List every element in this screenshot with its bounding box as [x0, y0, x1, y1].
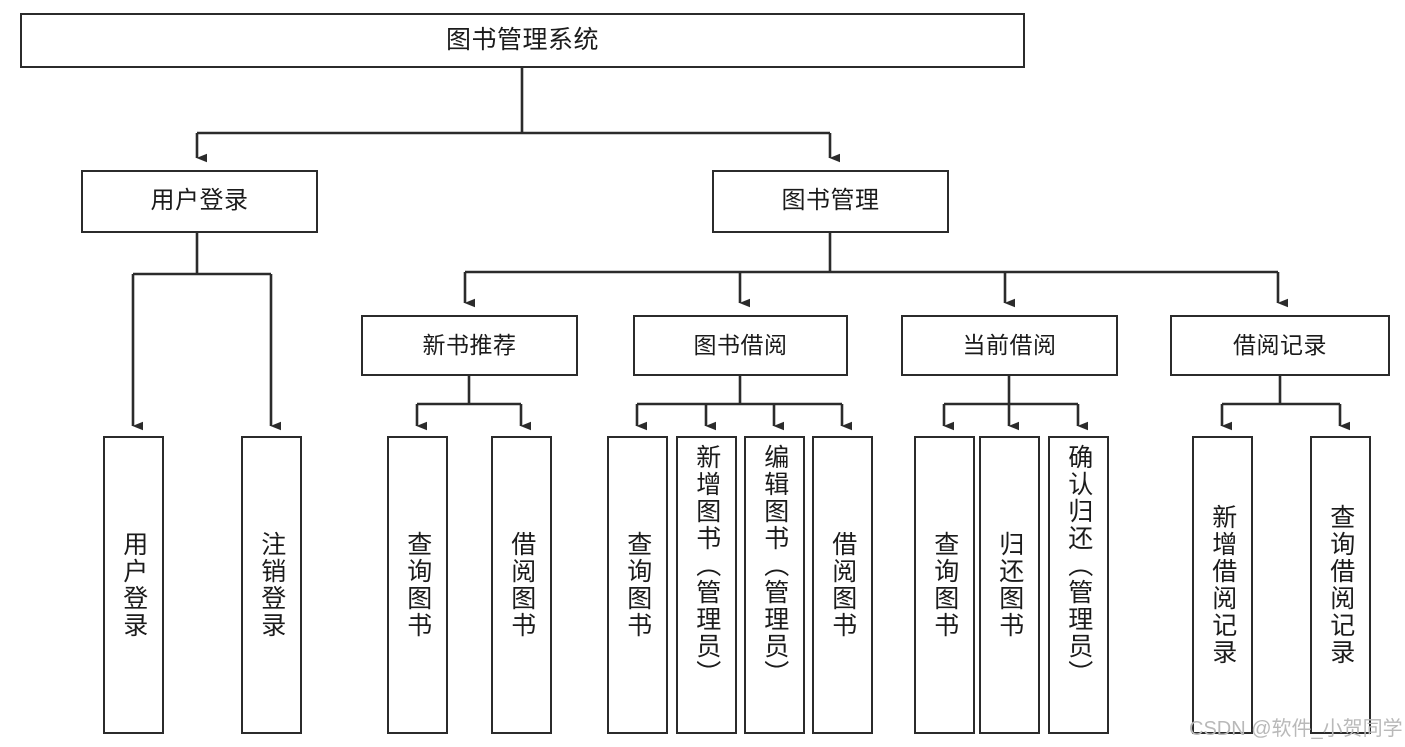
node-leaf-query-book-borrow-label: 查询图书 [623, 531, 652, 639]
node-root-book-management-system[interactable]: 图书管理系统 [20, 13, 1025, 68]
node-current-borrow-label: 当前借阅 [962, 331, 1057, 358]
node-leaf-query-book-current[interactable]: 查询图书 [914, 436, 975, 734]
node-leaf-borrow-book-recommend[interactable]: 借阅图书 [491, 436, 552, 734]
node-leaf-logout-login[interactable]: 注销登录 [241, 436, 302, 734]
node-leaf-add-borrow-record-label: 新增借阅记录 [1208, 504, 1237, 666]
node-leaf-edit-book-label: 编辑图书（管理员） [760, 444, 789, 687]
node-leaf-borrow-book-borrow[interactable]: 借阅图书 [812, 436, 873, 734]
node-leaf-borrow-book-borrow-label: 借阅图书 [828, 531, 857, 639]
node-leaf-return-book[interactable]: 归还图书 [979, 436, 1040, 734]
node-leaf-query-book-recommend-label: 查询图书 [403, 531, 432, 639]
csdn-watermark: CSDN @软件_小贺同学 [1189, 718, 1403, 740]
node-user-login[interactable]: 用户登录 [81, 170, 318, 233]
node-leaf-user-login-label: 用户登录 [119, 531, 148, 639]
node-new-book-recommend-label: 新书推荐 [422, 331, 517, 358]
node-leaf-add-book-label: 新增图书（管理员） [692, 444, 721, 687]
node-book-management-label: 图书管理 [781, 187, 880, 215]
node-leaf-borrow-book-recommend-label: 借阅图书 [507, 531, 536, 639]
node-leaf-query-book-borrow[interactable]: 查询图书 [607, 436, 668, 734]
node-book-borrow-label: 图书借阅 [693, 331, 788, 358]
node-leaf-add-borrow-record[interactable]: 新增借阅记录 [1192, 436, 1253, 734]
node-leaf-query-borrow-record[interactable]: 查询借阅记录 [1310, 436, 1371, 734]
node-leaf-return-book-label: 归还图书 [995, 531, 1024, 639]
node-user-login-label: 用户登录 [150, 187, 249, 215]
node-leaf-edit-book[interactable]: 编辑图书（管理员） [744, 436, 805, 734]
node-leaf-user-login[interactable]: 用户登录 [103, 436, 164, 734]
node-book-management[interactable]: 图书管理 [712, 170, 949, 233]
node-current-borrow[interactable]: 当前借阅 [901, 315, 1118, 376]
node-new-book-recommend[interactable]: 新书推荐 [361, 315, 578, 376]
node-leaf-query-book-current-label: 查询图书 [930, 531, 959, 639]
node-leaf-confirm-return-label: 确认归还（管理员） [1064, 444, 1093, 687]
node-leaf-query-borrow-record-label: 查询借阅记录 [1326, 504, 1355, 666]
node-borrow-record-label: 借阅记录 [1233, 331, 1327, 358]
node-book-borrow[interactable]: 图书借阅 [633, 315, 848, 376]
node-leaf-logout-login-label: 注销登录 [257, 531, 286, 639]
node-leaf-add-book[interactable]: 新增图书（管理员） [676, 436, 737, 734]
node-root-label: 图书管理系统 [445, 25, 599, 54]
node-leaf-confirm-return[interactable]: 确认归还（管理员） [1048, 436, 1109, 734]
node-borrow-record[interactable]: 借阅记录 [1170, 315, 1390, 376]
node-leaf-query-book-recommend[interactable]: 查询图书 [387, 436, 448, 734]
